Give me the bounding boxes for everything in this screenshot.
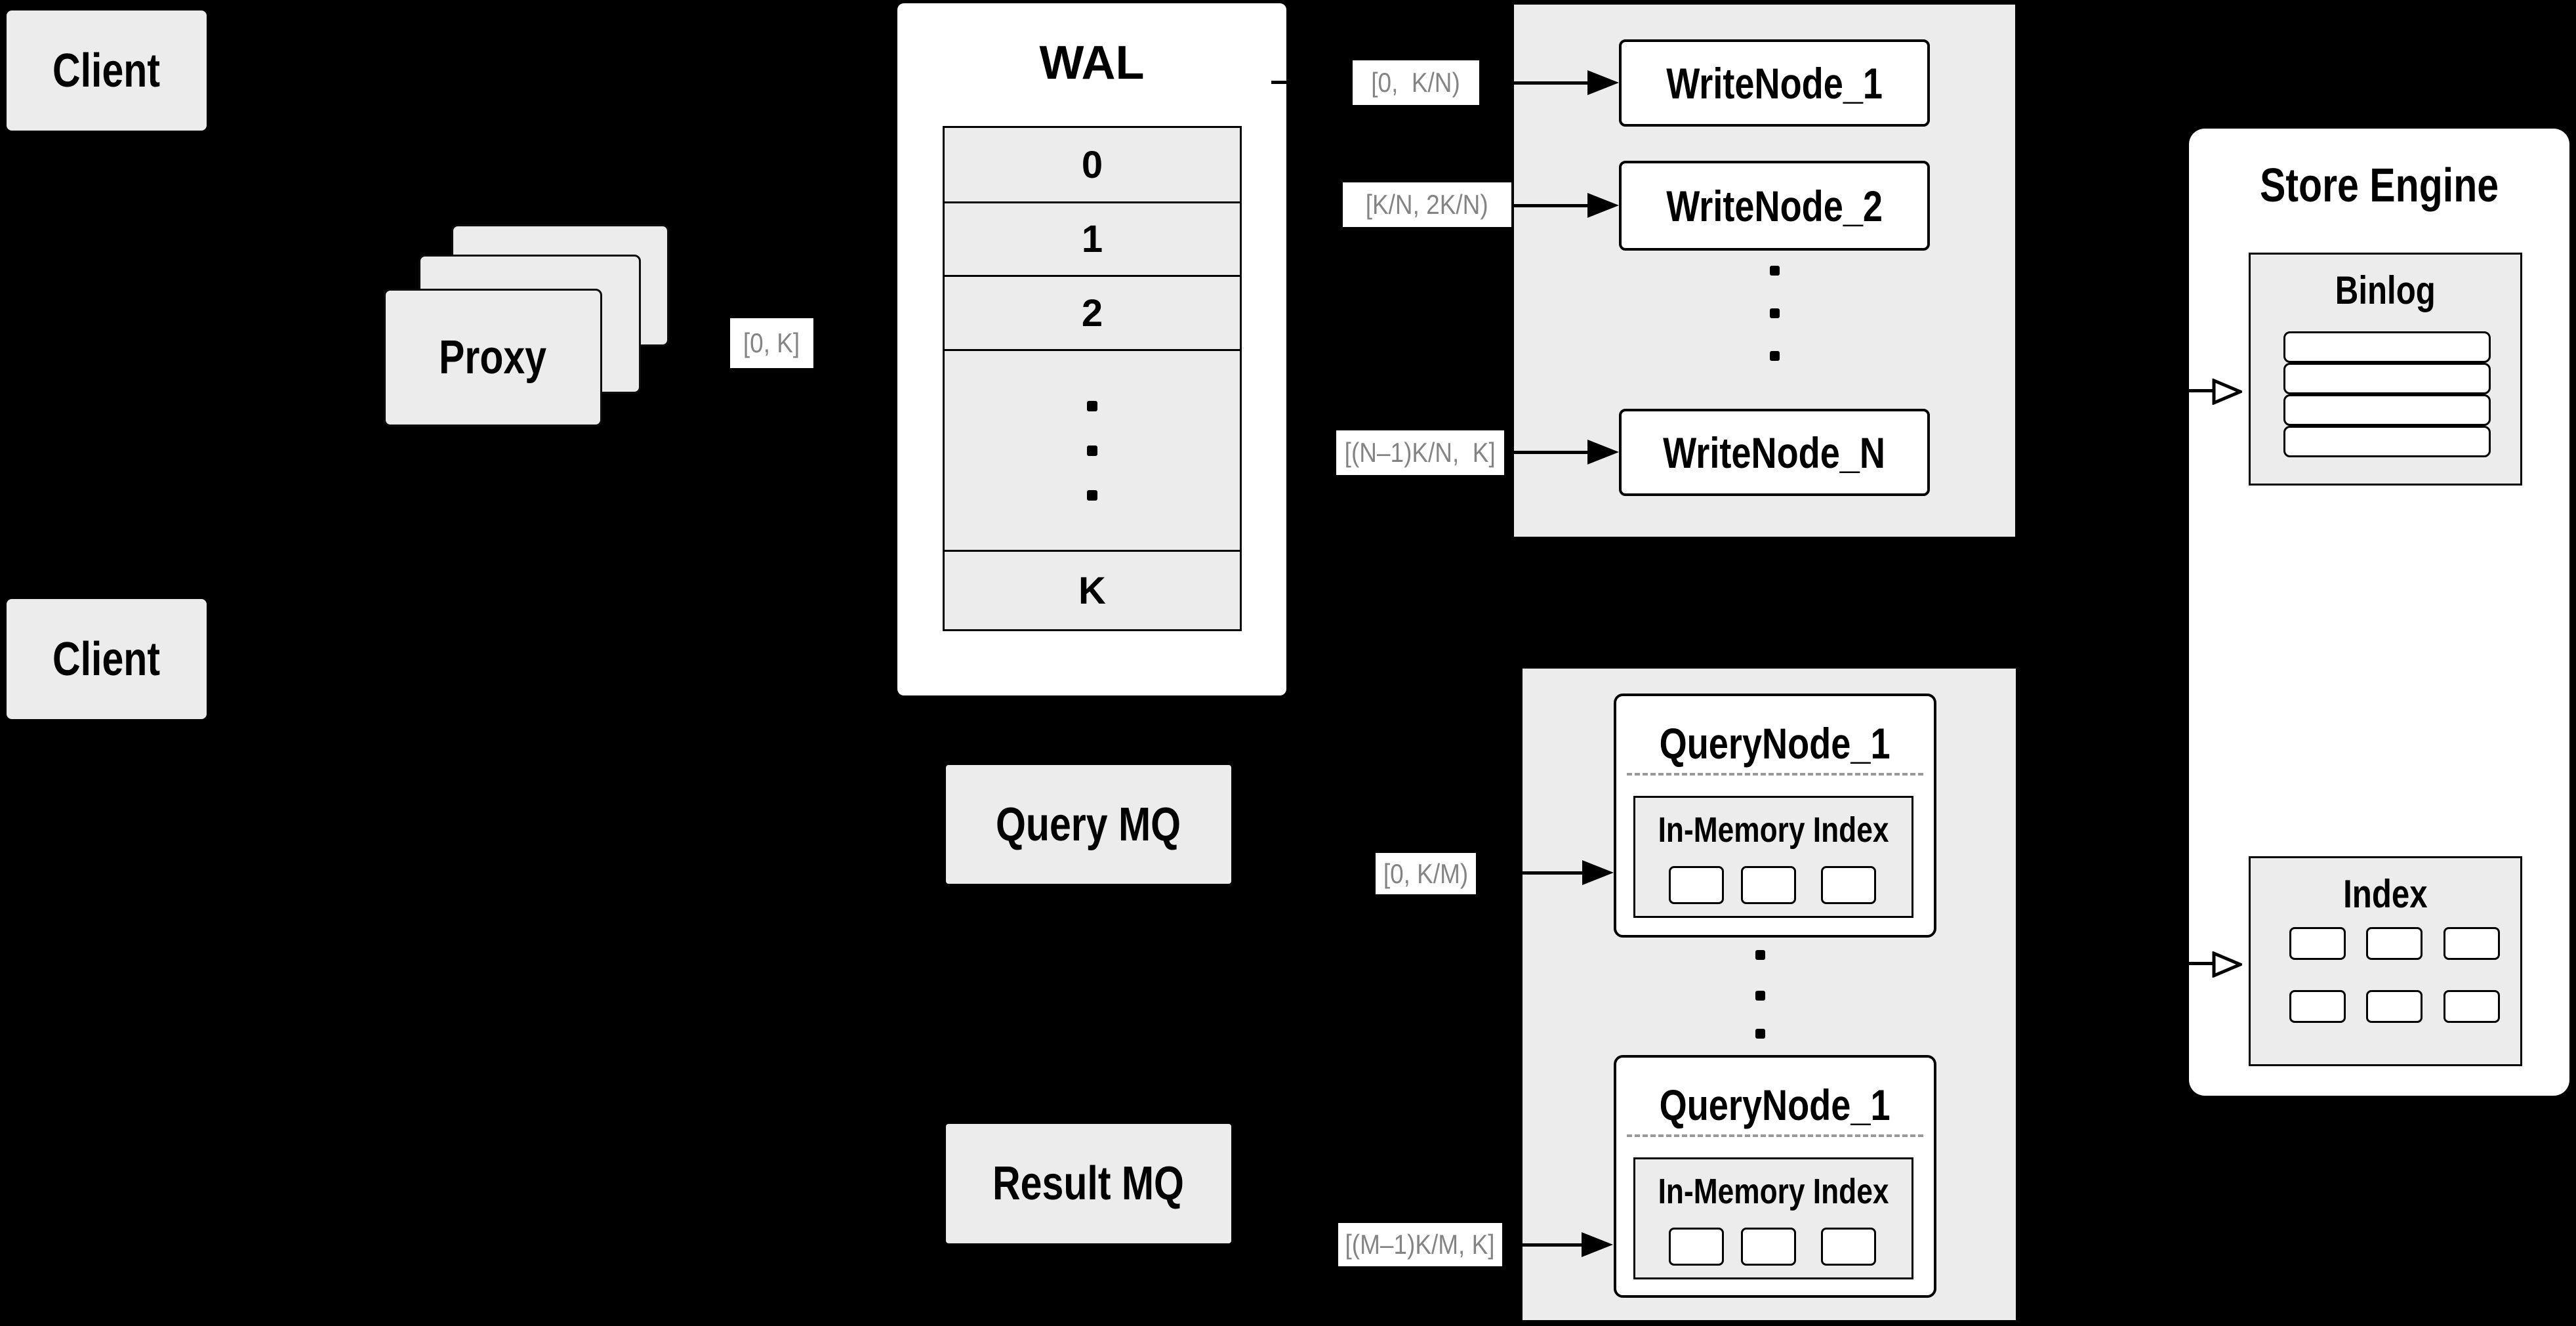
query-mq-label: Query MQ [996,798,1181,851]
wal-segment-row: K [945,552,1240,629]
client-bottom-label: Client [52,632,161,686]
index-segment-cell [1821,1228,1876,1266]
binlog-row [2283,426,2491,457]
client-bottom-box: Client [7,599,207,719]
result-mq-box: Result MQ [946,1124,1231,1243]
arrow-line-wn2 [1511,204,1587,207]
index-file-cell [2366,927,2423,960]
arrow-head-wn2 [1587,193,1619,218]
wal-segment-row: 2 [945,277,1240,351]
arrow-head-wnN [1587,440,1619,465]
arrow-head-open-index [2212,951,2242,978]
wal-title: WAL [1039,37,1145,89]
index-file-cell [2289,927,2346,960]
query-mq-box: Query MQ [946,765,1231,884]
binlog-row [2283,331,2491,363]
store-index-title: Index [2343,872,2428,916]
query-node-1-title: QueryNode_1 [1660,719,1891,768]
range-label-qn2: [(M–1)K/M, K] [1338,1223,1502,1266]
ellipsis-dot [1770,308,1780,318]
wal-segment-table: 0 1 2 K [943,126,1242,631]
write-node-1-box: WriteNode_1 [1619,39,1930,127]
ellipsis-dot [1755,991,1765,1001]
in-memory-index-box-1: In-Memory Index [1633,796,1913,918]
arrow-line-wn1 [1479,81,1587,85]
arrow-line-index [2189,962,2214,965]
index-segment-cell [1821,866,1876,904]
index-file-cell [2443,927,2500,960]
range-label-wn2: [K/N, 2K/N) [1343,182,1511,227]
result-mq-label: Result MQ [992,1157,1185,1210]
range-label-wn1: [0, K/N) [1353,60,1479,105]
ellipsis-dot [1755,1029,1765,1039]
binlog-row [2283,394,2491,426]
divider-dashed [1627,1134,1923,1137]
arrow-head-open-binlog [2212,379,2242,405]
query-node-2-title: QueryNode_1 [1660,1081,1891,1129]
client-top-label: Client [52,44,161,97]
arrow-line-qn2 [1502,1243,1582,1247]
client-top-box: Client [7,10,207,131]
in-memory-index-box-2: In-Memory Index [1633,1157,1913,1279]
store-index-box: Index [2249,856,2522,1066]
wal-segment-row: 0 [945,128,1240,203]
arrow-line-wnN [1504,451,1587,454]
wal-segment-row: 1 [945,203,1240,277]
index-segment-cell [1669,866,1724,904]
arrow-head-qn2 [1582,1232,1613,1257]
ellipsis-dot [1755,950,1765,960]
ellipsis-dot [1087,489,1097,501]
ellipsis-dot [1770,351,1780,361]
binlog-title: Binlog [2335,268,2436,312]
index-file-cell [2443,990,2500,1023]
wal-ellipsis-row [945,351,1240,552]
divider-dashed [1627,773,1923,776]
range-label-wnN: [(N–1)K/N, K] [1336,430,1504,475]
query-node-1-box: QueryNode_1 In-Memory Index [1614,694,1936,938]
write-node-n-box: WriteNode_N [1619,409,1930,496]
proxy-label: Proxy [439,331,547,384]
index-file-cell [2289,990,2346,1023]
arrow-head-wn1 [1587,70,1619,95]
range-label-proxy-to-wal: [0, K] [730,318,813,368]
in-memory-index-title-1: In-Memory Index [1658,810,1889,850]
binlog-row [2283,363,2491,394]
index-segment-cell [1669,1228,1724,1266]
query-node-2-box: QueryNode_1 In-Memory Index [1614,1055,1936,1298]
arrow-line-binlog [2189,389,2214,392]
range-label-qn1: [0, K/M) [1376,853,1476,894]
in-memory-index-title-2: In-Memory Index [1658,1172,1889,1211]
ellipsis-dot [1087,445,1097,456]
write-node-1-label: WriteNode_1 [1666,58,1883,108]
write-node-n-label: WriteNode_N [1663,428,1886,477]
index-segment-cell [1741,1228,1796,1266]
ellipsis-dot [1770,266,1780,276]
index-segment-cell [1741,866,1796,904]
arrow-line-qn1 [1476,871,1582,875]
index-file-cell [2366,990,2423,1023]
wal-arrow-tail [1271,81,1286,84]
ellipsis-dot [1087,400,1097,411]
proxy-box: Proxy [384,289,602,426]
write-node-2-box: WriteNode_2 [1619,161,1930,251]
binlog-box: Binlog [2249,253,2522,486]
arrow-head-qn1 [1582,860,1614,885]
write-node-2-label: WriteNode_2 [1666,181,1883,230]
store-engine-title: Store Engine [2259,159,2499,212]
